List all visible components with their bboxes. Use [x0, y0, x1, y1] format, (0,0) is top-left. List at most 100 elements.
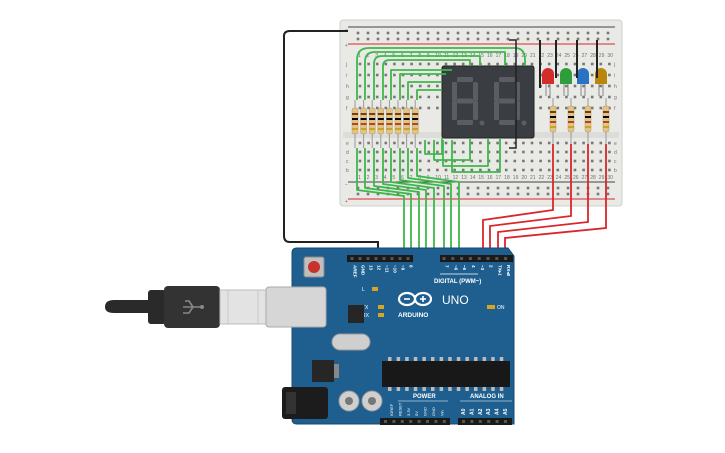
header-pin[interactable]	[358, 257, 362, 260]
led	[560, 68, 572, 84]
power-label: POWER	[413, 394, 436, 400]
col-number: 5	[392, 175, 395, 181]
green-wire	[364, 148, 412, 255]
col-number: 29	[599, 53, 605, 59]
row-letter: h	[614, 84, 617, 90]
header-pin[interactable]	[478, 420, 482, 423]
led-rx-label: RX	[362, 313, 370, 319]
header-pin[interactable]	[487, 420, 491, 423]
col-number: 21	[530, 175, 536, 181]
header-pin[interactable]	[384, 420, 387, 423]
col-number: 11	[444, 175, 449, 181]
top-pin-label: ~9	[401, 265, 406, 271]
col-number: 26	[573, 53, 579, 59]
green-wire	[442, 138, 489, 167]
red-wire	[504, 144, 607, 255]
header-pin[interactable]	[486, 257, 490, 260]
brand-label: ARDUINO	[398, 312, 428, 319]
header-pin[interactable]	[417, 420, 421, 423]
voltage-regulator	[312, 360, 334, 382]
reset-button[interactable]	[308, 261, 320, 273]
col-number: 4	[384, 175, 387, 181]
power-pin-label: GND	[431, 407, 436, 416]
top-pin-label: 4	[471, 265, 476, 268]
header-pin[interactable]	[409, 420, 413, 423]
on-label: ON	[497, 305, 505, 311]
col-number: 3	[375, 53, 378, 59]
resistor	[368, 107, 376, 135]
header-pin[interactable]	[442, 257, 446, 260]
col-number: 22	[539, 53, 545, 59]
analog-pin-label: A0	[461, 408, 467, 415]
display-common-wire	[509, 39, 517, 149]
header-pin[interactable]	[451, 257, 455, 260]
header-pin[interactable]	[390, 257, 394, 260]
power-pin-label: 5V	[414, 411, 419, 416]
header-pin[interactable]	[460, 257, 464, 260]
header-pin[interactable]	[366, 257, 370, 260]
model-label: UNO	[442, 293, 469, 307]
green-wire	[399, 73, 446, 100]
col-number: 18	[504, 175, 510, 181]
header-power-left	[347, 255, 413, 262]
header-pin[interactable]	[398, 257, 402, 260]
ground-wire	[283, 30, 379, 253]
green-wire	[364, 51, 506, 100]
usb-chip	[348, 305, 364, 323]
header-pin[interactable]	[504, 257, 508, 260]
led-resistor	[549, 105, 557, 133]
col-number: 24	[556, 53, 562, 59]
col-number: 27	[582, 53, 588, 59]
header-pin[interactable]	[374, 257, 378, 260]
header-pin[interactable]	[477, 257, 481, 260]
header-pin[interactable]	[392, 420, 396, 423]
header-pin[interactable]	[406, 257, 410, 260]
header-pin[interactable]	[495, 257, 499, 260]
led-resistor	[584, 105, 592, 133]
col-number: 27	[582, 175, 588, 181]
green-wire	[407, 81, 442, 100]
row-letter: f	[614, 106, 616, 112]
col-number: 8	[418, 175, 421, 181]
header-pin[interactable]	[434, 420, 438, 423]
top-pin-label: AREF	[353, 265, 358, 278]
green-wire	[373, 148, 420, 255]
col-number: 29	[599, 175, 605, 181]
header-pin[interactable]	[442, 420, 446, 423]
header-pin[interactable]	[400, 420, 404, 423]
header-pin[interactable]	[468, 257, 472, 260]
row-letter: c	[614, 159, 617, 165]
header-pin[interactable]	[495, 420, 499, 423]
col-number: 30	[607, 175, 613, 181]
row-letter: j	[613, 62, 615, 68]
col-number: 24	[556, 175, 562, 181]
top-pin-label: 8	[409, 265, 414, 268]
row-letter: b	[614, 168, 617, 174]
header-pin[interactable]	[504, 420, 507, 423]
led	[542, 68, 554, 84]
col-number: 17	[496, 53, 502, 59]
col-number: 19	[513, 175, 519, 181]
red-wire	[497, 144, 589, 255]
header-pin[interactable]	[350, 257, 354, 260]
seven-segment-display	[441, 65, 535, 139]
header-pin[interactable]	[462, 420, 465, 423]
top-pin-label: 13	[369, 265, 374, 271]
usb-icon	[183, 300, 204, 314]
col-number: 15	[478, 53, 484, 59]
row-letter: b	[346, 168, 349, 174]
green-wire	[382, 148, 427, 255]
row-letter: d	[614, 150, 617, 156]
green-wire	[373, 55, 481, 100]
header-pin[interactable]	[382, 257, 386, 260]
header-pin[interactable]	[426, 420, 429, 423]
top-pin-label: ~10	[393, 265, 398, 273]
col-number: 16	[487, 175, 493, 181]
usb-port[interactable]	[265, 286, 327, 328]
usb-cable	[105, 286, 267, 328]
rail-plus-top: +	[345, 43, 348, 49]
green-wire	[356, 47, 526, 100]
row-letter: j	[345, 62, 347, 68]
col-number: 21	[530, 53, 536, 59]
header-pin[interactable]	[470, 420, 474, 423]
